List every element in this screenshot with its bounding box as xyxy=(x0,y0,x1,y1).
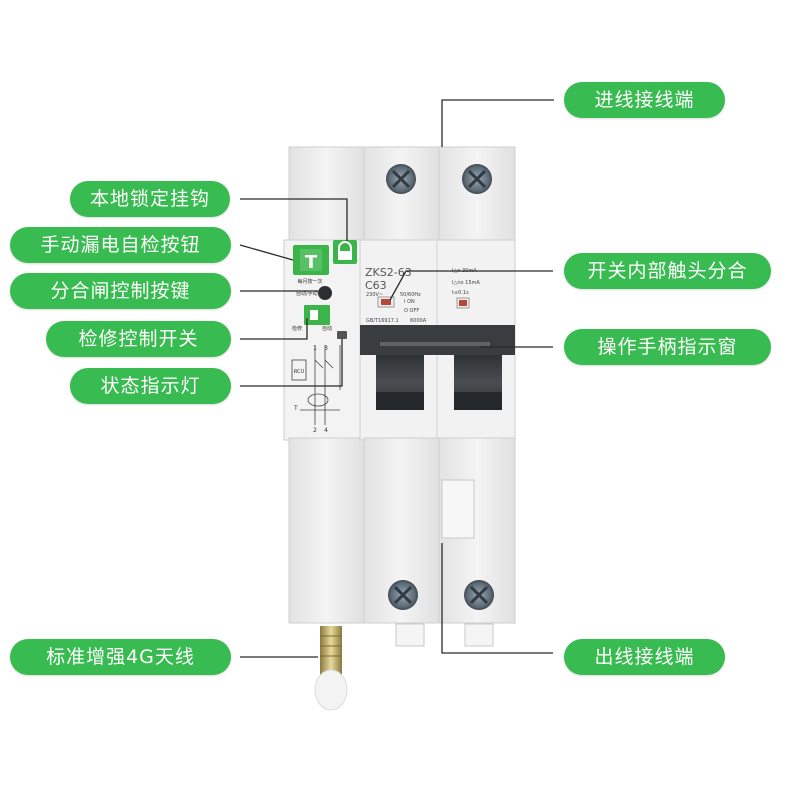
model-text: ZKS2-63 xyxy=(365,266,412,279)
label-open-close-key: 分合闸控制按键 xyxy=(10,273,231,309)
freq-text: 50/60Hz xyxy=(400,292,421,298)
leader-lines xyxy=(239,99,554,658)
label-local-lock-hook: 本地锁定挂钩 xyxy=(70,181,230,217)
din-clip-1 xyxy=(395,623,425,647)
terminal-3: 3 xyxy=(324,345,328,352)
din-clip-2 xyxy=(464,623,494,647)
trip-time-text: t≤0.1s xyxy=(452,290,469,296)
test-button[interactable]: T xyxy=(293,245,329,275)
label-manual-leak-test: 手动漏电自检按钮 xyxy=(10,227,231,263)
rating-text: C63 xyxy=(365,279,387,292)
lock-hook[interactable] xyxy=(333,240,357,264)
terminal-4: 4 xyxy=(324,427,328,434)
rcd-label: RCU xyxy=(294,369,305,375)
status-light xyxy=(337,331,347,339)
top-screw-1 xyxy=(386,164,416,194)
open-close-key[interactable] xyxy=(318,286,332,300)
test-button-letter: T xyxy=(305,252,318,273)
label-status-light: 状态指示灯 xyxy=(70,368,231,404)
breaking-text: 6000A xyxy=(410,318,427,324)
control-module xyxy=(283,146,365,624)
off-mark: O OFF xyxy=(404,308,419,314)
label-incoming-terminal: 进线接线端 xyxy=(564,82,725,118)
monthly-note: 每月按一次 xyxy=(297,278,322,285)
terminal-1: 1 xyxy=(313,345,317,352)
standard-text: GB/T16917.1 xyxy=(366,318,399,324)
t-label: T xyxy=(293,405,298,412)
label-internal-contacts: 开关内部触头分合 xyxy=(564,253,771,289)
voltage-text: 230V~ xyxy=(366,292,383,298)
maintenance-switch[interactable] xyxy=(304,305,330,325)
label-maintenance-switch: 检修控制开关 xyxy=(46,321,231,357)
label-outgoing-terminal: 出线接线端 xyxy=(564,639,725,675)
maint-right-label: 自动 xyxy=(322,325,332,332)
label-antenna-4g: 标准增强4G天线 xyxy=(10,639,231,675)
label-handle-window: 操作手柄指示窗 xyxy=(564,329,771,365)
auto-text: 自动/手动 xyxy=(296,290,318,297)
top-screw-2 xyxy=(462,164,492,194)
leak-rating2-text: I△no 15mA xyxy=(452,280,480,286)
maint-left-label: 检修 xyxy=(292,325,302,332)
on-mark: I ON xyxy=(404,299,415,305)
bottom-screw-1 xyxy=(388,580,418,610)
terminal-2: 2 xyxy=(313,427,317,434)
operating-handle[interactable] xyxy=(360,325,515,410)
antenna-4g xyxy=(314,626,348,711)
bottom-screw-2 xyxy=(464,580,494,610)
circuit-diagram xyxy=(291,345,341,425)
